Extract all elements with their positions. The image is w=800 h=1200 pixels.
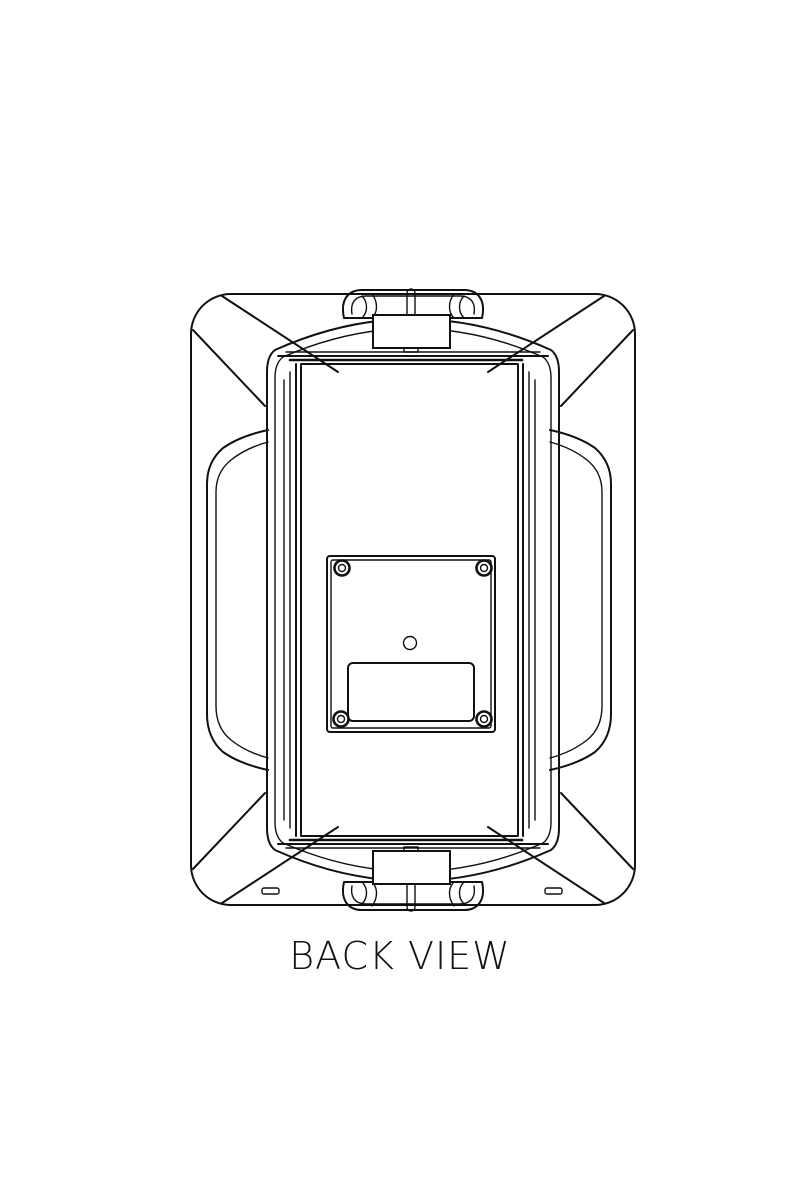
- bottom-handle-mount: [372, 846, 451, 885]
- mounting-slot-left: [261, 887, 280, 895]
- corner-bevel-lines: [192, 295, 634, 904]
- terminal-plate: [326, 555, 496, 733]
- view-caption: BACK VIEW: [289, 934, 511, 978]
- screw-bottom-left: [332, 710, 350, 728]
- label-plate: [347, 662, 475, 722]
- bottom-handle: [342, 880, 484, 912]
- screw-top-right: [475, 559, 493, 577]
- outer-cabinet: [190, 293, 636, 906]
- central-box-rails: [277, 351, 549, 849]
- screw-bottom-right: [475, 710, 493, 728]
- central-enclosure: [283, 363, 536, 837]
- mounting-slots: [261, 887, 563, 895]
- left-side-handle: [206, 429, 269, 771]
- top-handle: [342, 288, 484, 320]
- top-handle-mount: [372, 314, 451, 353]
- mounting-slot-right: [544, 887, 563, 895]
- plate-screws: [332, 559, 493, 728]
- indicator-hole: [402, 635, 418, 651]
- inner-recess-frame: [266, 318, 560, 882]
- screw-top-left: [333, 559, 351, 577]
- right-side-handle: [549, 429, 612, 771]
